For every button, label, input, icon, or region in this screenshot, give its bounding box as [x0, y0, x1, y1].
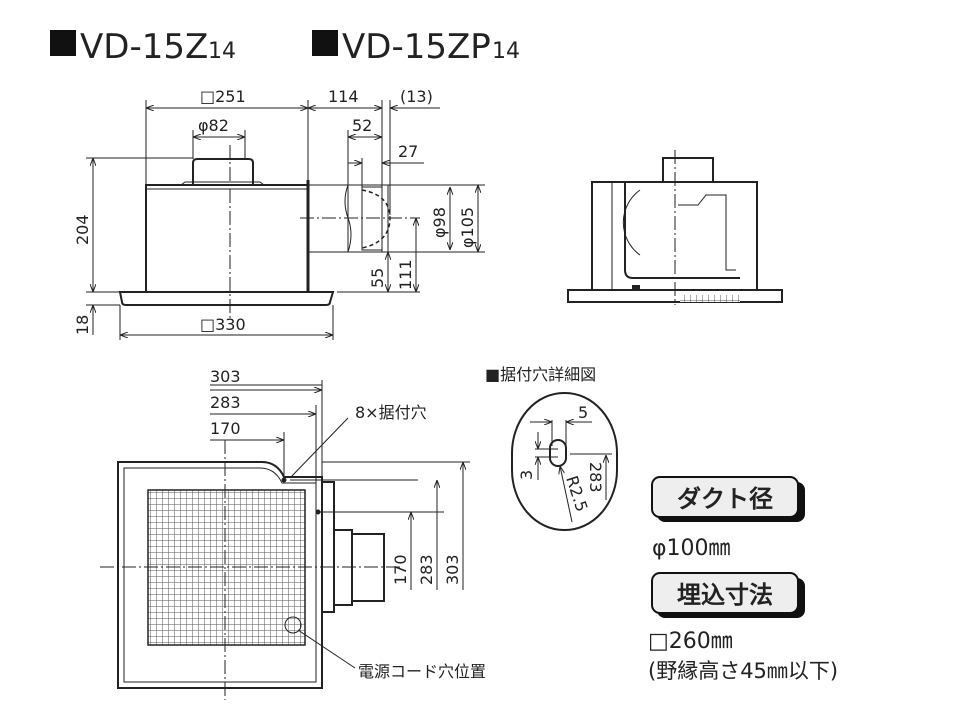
dim-18: 18	[73, 315, 92, 335]
model-suffix-1: 14	[208, 39, 236, 64]
title-square-icon	[312, 30, 338, 56]
dim-303-width: 303	[210, 367, 241, 386]
dim-170-height: 170	[391, 554, 410, 585]
bottom-view: 303 283 170 8×据付穴 170 283 303 電源コード穴位置	[100, 367, 486, 700]
dim-55: 55	[368, 268, 387, 288]
dim-251: □251	[200, 87, 246, 106]
specs: ダクト径 φ100㎜ 埋込寸法 □260㎜ (野縁高さ45㎜以下)	[648, 476, 838, 683]
embed-size-note: (野縁高さ45㎜以下)	[648, 659, 838, 683]
dim-3: 3	[517, 470, 536, 480]
dim-5: 5	[578, 403, 588, 422]
dim-27: 27	[398, 142, 418, 161]
dim-111: 111	[396, 259, 415, 290]
embed-size-value: □260㎜	[648, 629, 733, 654]
section-view	[567, 150, 783, 305]
embed-size-badge: 埋込寸法	[677, 581, 773, 609]
dim-204: 204	[73, 214, 92, 245]
dim-283-detail: 283	[586, 462, 605, 493]
dim-114: 114	[328, 87, 359, 106]
dim-283-width: 283	[210, 393, 241, 412]
model-suffix-2: 14	[492, 39, 520, 64]
cord-hole-label: 電源コード穴位置	[358, 662, 486, 681]
detail-title: ■据付穴詳細図	[485, 365, 596, 384]
mount-holes-label: 8×据付穴	[355, 403, 427, 422]
mount-hole-detail: ■据付穴詳細図 5 3 283 R2.5	[485, 365, 618, 531]
model-name-1: VD-15Z	[80, 27, 208, 67]
model-name-2: VD-15ZP	[342, 27, 491, 67]
dim-283-height: 283	[417, 554, 436, 585]
dim-330: □330	[200, 315, 246, 334]
dim-phi82: φ82	[198, 116, 229, 135]
dim-phi105: φ105	[458, 207, 477, 248]
dim-phi98: φ98	[430, 207, 449, 238]
dim-13: (13)	[400, 87, 433, 106]
dim-52: 52	[352, 116, 372, 135]
duct-diameter-value: φ100㎜	[652, 536, 731, 561]
dim-303-height: 303	[443, 554, 462, 585]
duct-diameter-badge: ダクト径	[677, 485, 773, 513]
title: VD-15Z 14 VD-15ZP 14	[50, 27, 520, 67]
title-square-icon	[50, 30, 76, 56]
dim-170-width: 170	[210, 419, 241, 438]
side-view: □251 114 (13) φ82 52 27 204 18 □330 φ98	[73, 87, 485, 340]
